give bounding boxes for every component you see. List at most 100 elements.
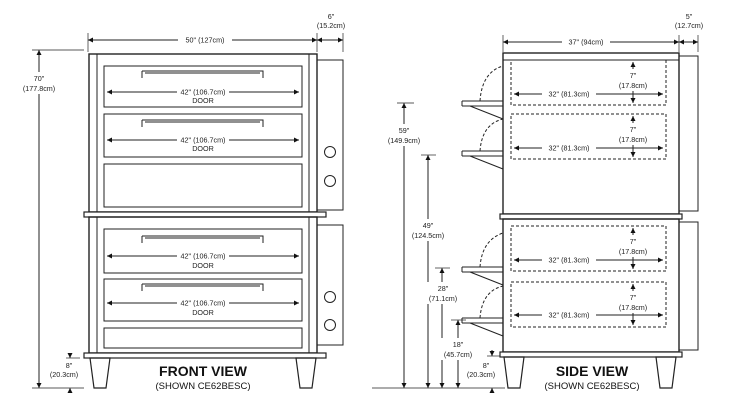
side-view-title: SIDE VIEW xyxy=(556,363,629,379)
deck-outline xyxy=(510,225,667,272)
label-background xyxy=(384,124,424,146)
upper-oven-body xyxy=(88,53,318,213)
door-swing-arc xyxy=(479,285,504,319)
right-leg xyxy=(295,357,317,389)
control-knob-icon xyxy=(324,291,336,303)
label-background xyxy=(617,291,649,313)
lower-rear-box xyxy=(678,221,699,351)
control-knob-icon xyxy=(324,175,336,187)
rear-label-in: 5" xyxy=(686,12,693,21)
deck-outline xyxy=(510,59,667,106)
label-background xyxy=(424,282,462,304)
deck-outline xyxy=(510,113,667,160)
deck-depth-label: 32" (81.3cm) xyxy=(549,90,590,99)
h49-label-in: 49" xyxy=(423,221,434,230)
upper-rear-box xyxy=(678,55,699,212)
open-door-icon xyxy=(461,317,504,337)
deck-depth-label: 32" (81.3cm) xyxy=(549,311,590,320)
door-width-label: 42" (106.7cm) xyxy=(181,88,226,97)
deck-outline xyxy=(510,281,667,328)
door-label: DOOR xyxy=(192,261,214,270)
front-height-label-in: 70" xyxy=(34,74,45,83)
label-background xyxy=(562,37,610,47)
label-background xyxy=(20,72,58,94)
deck-height-label-cm: (17.8cm) xyxy=(619,81,647,90)
upper-door-2 xyxy=(103,113,303,158)
base-ledge xyxy=(83,352,327,359)
upper-control-box xyxy=(316,59,344,211)
h49-label-cm: (124.5cm) xyxy=(412,231,444,240)
label-background xyxy=(617,69,649,91)
side-leg-label-in: 8" xyxy=(483,361,490,370)
lower-door-2 xyxy=(103,278,303,322)
h18-label-in: 18" xyxy=(453,340,464,349)
left-leg xyxy=(89,357,111,389)
rear-label-cm: (12.7cm) xyxy=(675,21,703,30)
deck-height-label-cm: (17.8cm) xyxy=(619,303,647,312)
door-handle-icon xyxy=(141,283,264,291)
door-handle-icon xyxy=(141,119,264,127)
label-background xyxy=(177,87,229,97)
control-knob-icon xyxy=(324,146,336,158)
front-width-label: 50" (127cm) xyxy=(186,36,225,45)
side-depth-label-in: 6" xyxy=(328,12,335,21)
side-view xyxy=(372,35,699,393)
control-knob-icon xyxy=(324,319,336,331)
label-background xyxy=(408,219,448,241)
h59-label-in: 59" xyxy=(399,126,410,135)
h59-label-cm: (149.9cm) xyxy=(388,136,420,145)
lower-oven-body xyxy=(88,216,318,354)
door-width-label: 42" (106.7cm) xyxy=(181,299,226,308)
side-depth-label-cm: (15.2cm) xyxy=(317,21,345,30)
door-swing-arc xyxy=(479,65,504,102)
open-door-icon xyxy=(461,266,504,286)
lower-control-box xyxy=(316,224,344,346)
door-label: DOOR xyxy=(192,144,214,153)
open-door-icon xyxy=(461,150,504,170)
h28-label-in: 28" xyxy=(438,284,449,293)
label-background xyxy=(177,135,229,145)
lower-door-1 xyxy=(103,228,303,274)
deck-height-label-in: 7" xyxy=(630,71,637,80)
rear-leg xyxy=(655,356,677,389)
h18-label-cm: (45.7cm) xyxy=(444,350,472,359)
base-ledge xyxy=(499,351,683,358)
front-view-subtitle: (SHOWN CE62BESC) xyxy=(155,381,250,392)
label-background xyxy=(178,35,232,45)
middle-ledge xyxy=(83,211,327,218)
label-background xyxy=(542,89,596,99)
lower-side-body xyxy=(502,218,680,353)
front-view xyxy=(32,33,344,393)
upper-side-body xyxy=(502,52,680,215)
open-door-icon xyxy=(461,100,504,120)
deck-height-label-in: 7" xyxy=(630,125,637,134)
label-background xyxy=(542,310,596,320)
label-background xyxy=(177,298,229,308)
door-swing-arc xyxy=(479,232,504,268)
door-label: DOOR xyxy=(192,308,214,317)
lower-bottom-panel xyxy=(103,327,303,349)
door-width-label: 42" (106.7cm) xyxy=(181,252,226,261)
h28-label-cm: (71.1cm) xyxy=(429,294,457,303)
label-background xyxy=(542,255,596,265)
door-handle-icon xyxy=(141,70,264,78)
side-depth-label: 37" (94cm) xyxy=(569,38,604,47)
label-background xyxy=(542,143,596,153)
door-handle-icon xyxy=(141,235,264,243)
label-background xyxy=(617,123,649,145)
side-view-subtitle: (SHOWN CE62BESC) xyxy=(544,381,639,392)
deck-height-label-in: 7" xyxy=(630,237,637,246)
side-view-labels: 37" (94cm) 5" (12.7cm) 59" (149.9cm) 49"… xyxy=(384,12,703,392)
front-leg xyxy=(503,356,525,389)
door-label: DOOR xyxy=(192,96,214,105)
front-view-labels: 50" (127cm) 6" (15.2cm) 70" (177.8cm) 8"… xyxy=(20,12,345,392)
middle-ledge xyxy=(499,213,683,220)
deck-depth-label: 32" (81.3cm) xyxy=(549,256,590,265)
side-leg-label-cm: (20.3cm) xyxy=(467,370,495,379)
front-view-title: FRONT VIEW xyxy=(159,363,248,379)
deck-height-label-in: 7" xyxy=(630,293,637,302)
label-background xyxy=(177,251,229,261)
upper-door-1 xyxy=(103,65,303,108)
door-width-label: 42" (106.7cm) xyxy=(181,136,226,145)
